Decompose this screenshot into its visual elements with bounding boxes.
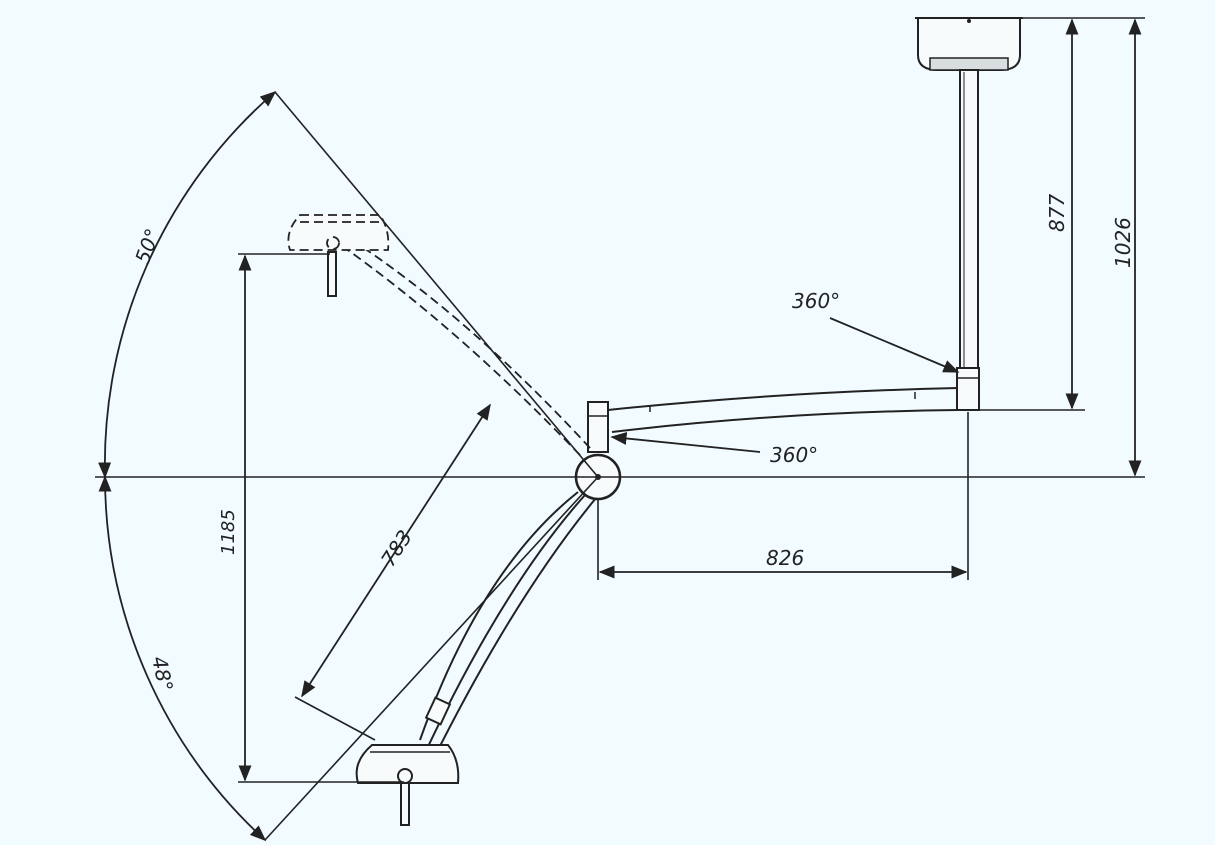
drop-to-hub-label: 1026 [1111, 217, 1135, 268]
angle-arcs [98, 90, 277, 842]
horizontal-arm [587, 387, 959, 453]
dimension-lines [238, 18, 1142, 782]
ceiling-mount [915, 17, 1023, 71]
upper-lamp-handle [327, 251, 337, 297]
horizontal-reach-label: 826 [766, 546, 804, 570]
leader-lines [610, 317, 960, 453]
rotation-hub-label: 360° [770, 443, 818, 467]
vertical-travel-label: 1185 [218, 509, 239, 555]
upper-lamp-position-dashed [287, 214, 591, 456]
rotation-top-label: 360° [792, 289, 840, 313]
drop-to-arm-label: 877 [1045, 194, 1069, 232]
vertical-column [956, 69, 980, 411]
lower-lamp-head [355, 744, 460, 826]
